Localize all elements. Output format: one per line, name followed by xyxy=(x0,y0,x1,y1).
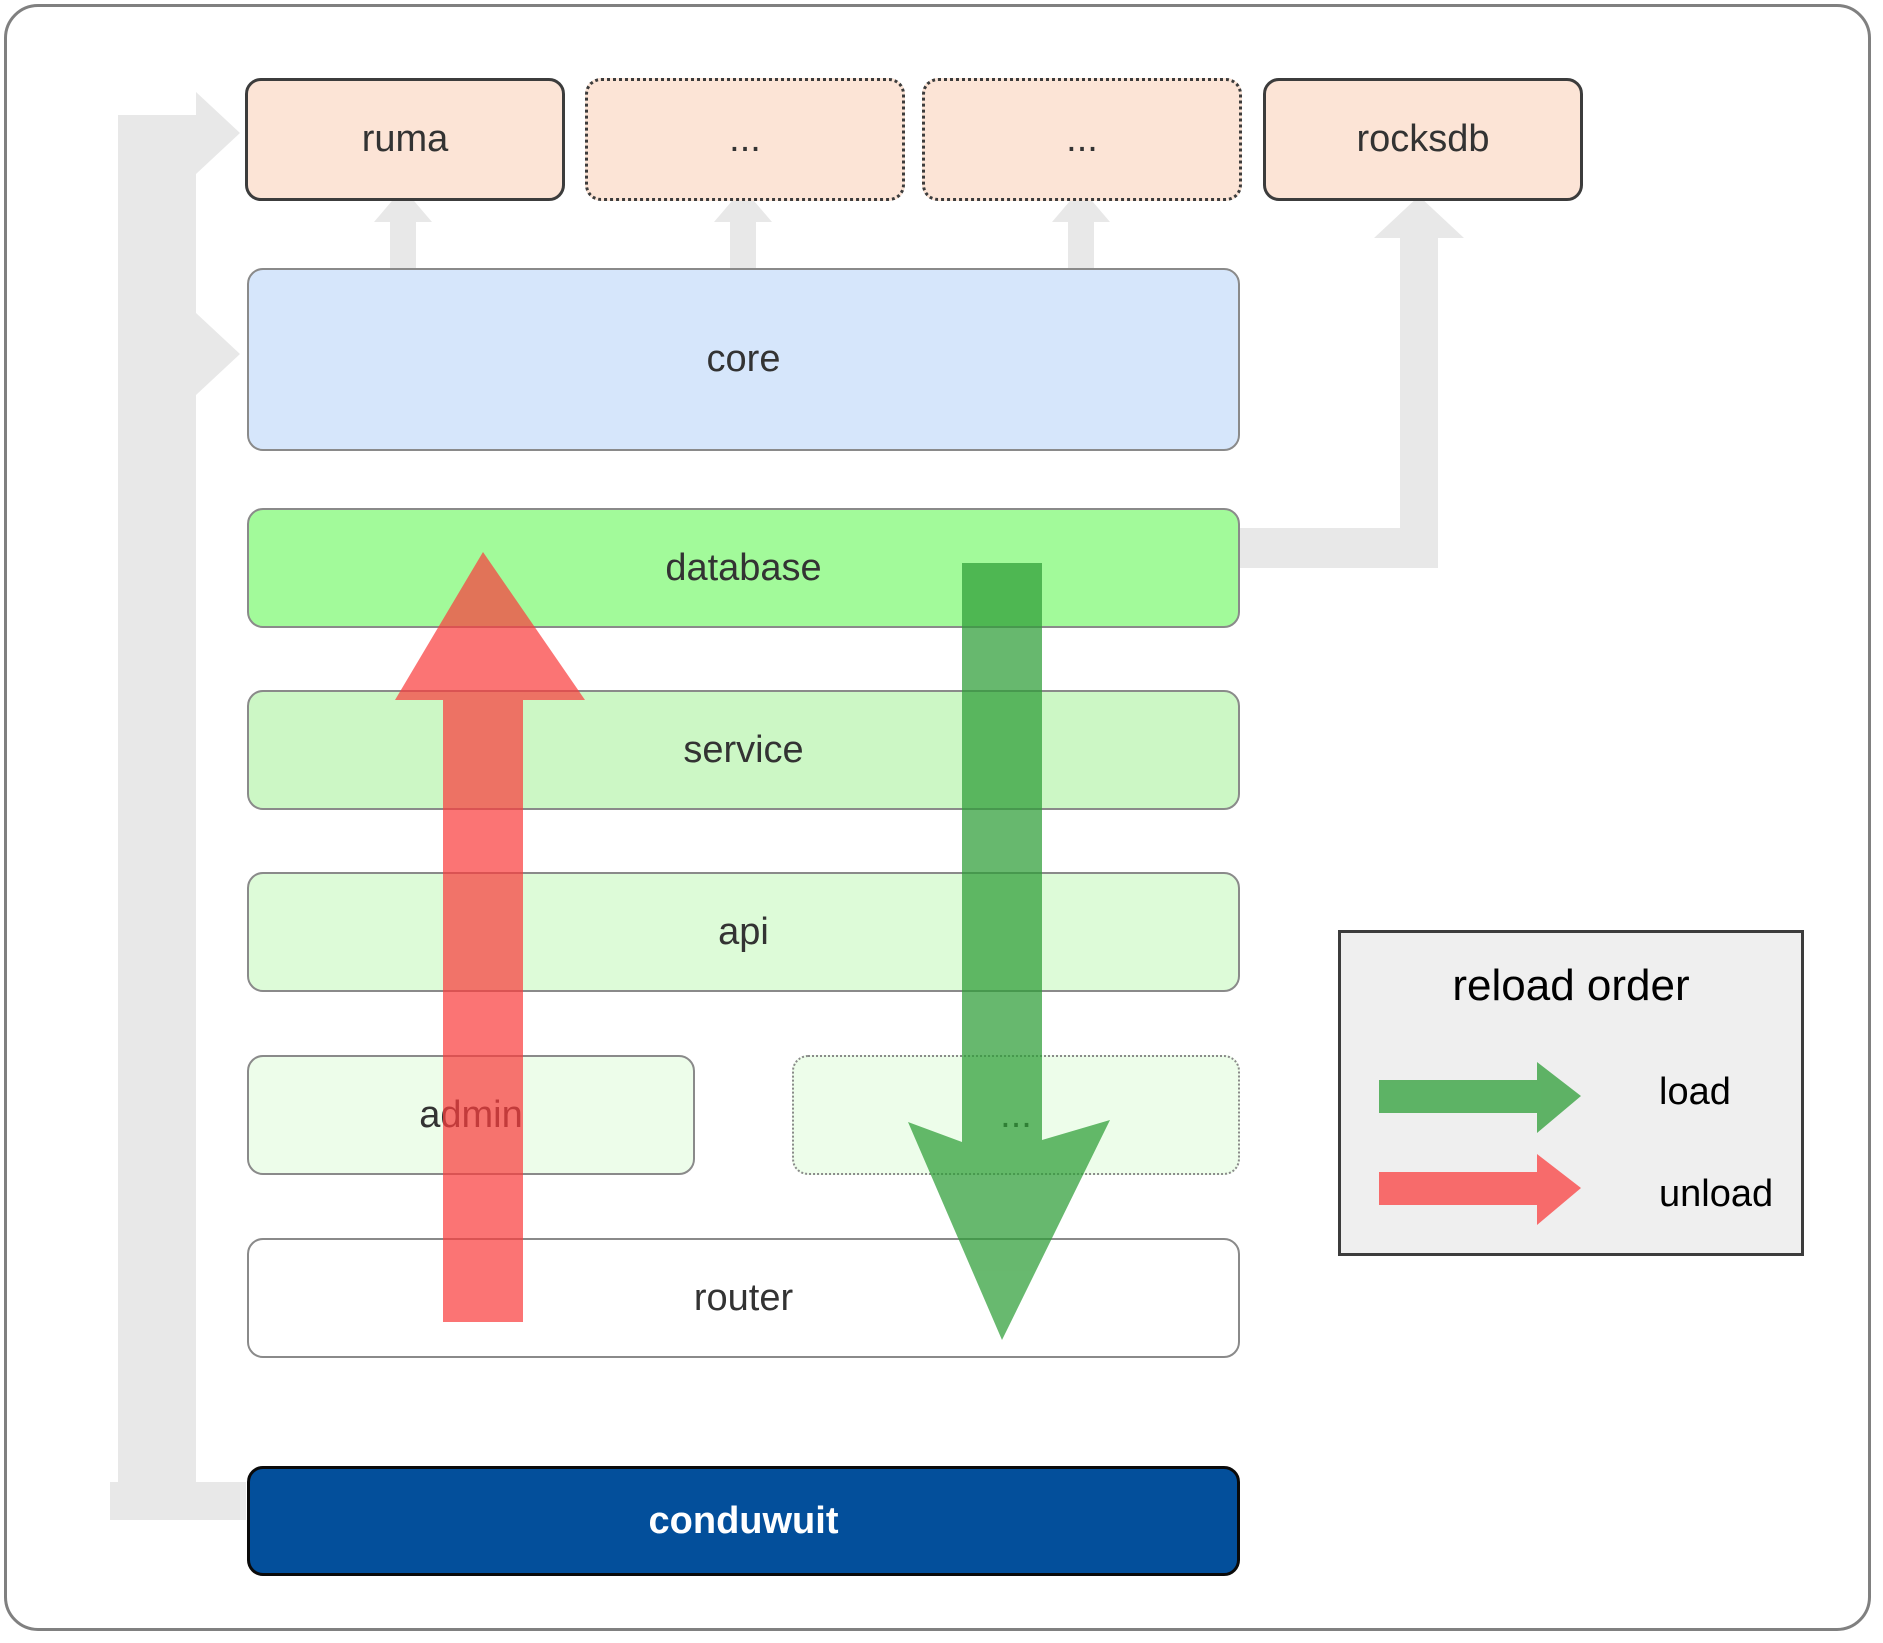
node-router[interactable]: router xyxy=(247,1238,1240,1358)
node-external-dots-2-label: ... xyxy=(1066,118,1098,160)
node-router-label: router xyxy=(693,1276,794,1319)
connector-arrow-to-ruma xyxy=(118,92,240,174)
load-arrow xyxy=(908,563,1110,1340)
connector-database-to-rocksdb-riser xyxy=(1400,248,1438,568)
node-conduwuit-label: conduwuit xyxy=(648,1499,839,1542)
node-external-dots-1[interactable]: ... xyxy=(585,78,905,201)
legend-reload-order: reload order load unload xyxy=(1338,930,1804,1256)
node-external-dots-1-label: ... xyxy=(729,118,761,160)
node-core-label: core xyxy=(706,338,781,380)
node-api[interactable]: api xyxy=(247,872,1240,992)
unload-arrow xyxy=(395,552,585,1322)
node-ruma-label: ruma xyxy=(361,118,449,160)
legend-load-arrow-icon xyxy=(1379,1062,1581,1133)
legend-title: reload order xyxy=(1452,961,1690,1010)
node-rocksdb-label: rocksdb xyxy=(1356,118,1490,160)
connector-conduwuit-stub xyxy=(110,1482,246,1520)
node-database-label: database xyxy=(665,546,822,589)
node-database[interactable]: database xyxy=(247,508,1240,628)
node-ruma[interactable]: ruma xyxy=(245,78,565,201)
legend-label-unload: unload xyxy=(1659,1173,1774,1215)
legend-unload-arrow-icon xyxy=(1379,1154,1581,1225)
connector-arrow-to-rocksdb xyxy=(1374,196,1464,262)
node-external-dots-2[interactable]: ... xyxy=(922,78,1242,201)
node-core[interactable]: core xyxy=(247,268,1240,451)
node-service[interactable]: service xyxy=(247,690,1240,810)
legend-arrow-layer xyxy=(1379,1062,1581,1225)
node-rocksdb[interactable]: rocksdb xyxy=(1263,78,1583,201)
connector-arrow-core-to-dots2 xyxy=(1052,188,1110,270)
connector-conduwuit-trunk xyxy=(118,133,196,1520)
legend-label-load: load xyxy=(1659,1071,1731,1113)
node-api-label: api xyxy=(718,910,769,953)
connector-arrow-core-to-ruma xyxy=(374,188,432,270)
connector-arrow-core-to-dots1 xyxy=(714,188,772,270)
node-service-label: service xyxy=(683,728,804,771)
connector-database-to-rocksdb xyxy=(1232,528,1418,568)
node-conduwuit[interactable]: conduwuit xyxy=(247,1466,1240,1576)
connector-arrow-to-core xyxy=(118,313,240,395)
